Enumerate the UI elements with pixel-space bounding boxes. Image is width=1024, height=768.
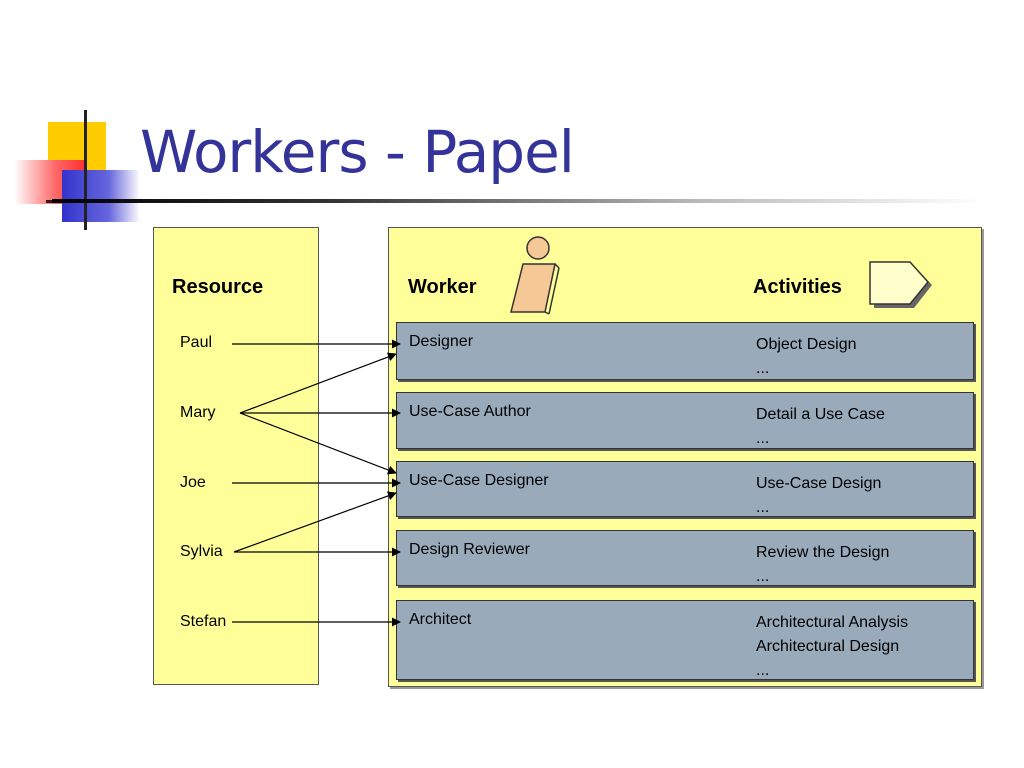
assignment-arrow bbox=[239, 412, 397, 475]
resource-panel bbox=[153, 227, 319, 685]
activity-item: Architectural Analysis bbox=[756, 614, 909, 631]
activity-item: ... bbox=[756, 499, 770, 516]
activity-list: Review the Design ... bbox=[756, 541, 889, 589]
activity-list: Use-Case Design ... bbox=[756, 472, 881, 520]
resource-name: Stefan bbox=[180, 613, 227, 630]
activity-item: Detail a Use Case bbox=[756, 406, 885, 423]
worker-role: Use-Case Designer bbox=[409, 472, 549, 489]
assignment-arrow bbox=[239, 352, 397, 414]
activities-header: Activities bbox=[753, 276, 842, 298]
page-title: Workers - Papel bbox=[140, 118, 575, 186]
activity-arrow-icon bbox=[869, 261, 932, 308]
activity-item: ... bbox=[756, 568, 770, 585]
slide-logo bbox=[0, 0, 140, 240]
activity-list: Detail a Use Case ... bbox=[756, 403, 885, 451]
worker-role: Architect bbox=[409, 611, 472, 628]
activity-item: Object Design bbox=[756, 336, 857, 353]
activity-item: Architectural Design bbox=[756, 638, 900, 655]
activity-item: Review the Design bbox=[756, 544, 890, 561]
worker-row: Designer Object Design ... bbox=[396, 322, 974, 380]
worker-row: Use-Case Designer Use-Case Design ... bbox=[396, 461, 974, 517]
assignment-arrow bbox=[233, 491, 397, 553]
worker-header: Worker bbox=[408, 276, 477, 298]
worker-row: Use-Case Author Detail a Use Case ... bbox=[396, 392, 974, 449]
worker-person-icon bbox=[510, 236, 560, 315]
activity-item: ... bbox=[756, 662, 770, 679]
resource-name: Mary bbox=[180, 404, 216, 421]
activity-list: Architectural Analysis Architectural Des… bbox=[756, 611, 908, 683]
activity-item: Use-Case Design bbox=[756, 475, 882, 492]
activity-item: ... bbox=[756, 430, 770, 447]
activity-item: ... bbox=[756, 360, 770, 377]
worker-row: Design Reviewer Review the Design ... bbox=[396, 530, 974, 586]
resource-name: Paul bbox=[180, 334, 213, 351]
title-underline bbox=[52, 199, 982, 203]
worker-role: Use-Case Author bbox=[409, 403, 531, 420]
resource-name: Joe bbox=[180, 474, 206, 491]
worker-row: Architect Architectural Analysis Archite… bbox=[396, 600, 974, 680]
worker-role: Design Reviewer bbox=[409, 541, 530, 558]
resource-name: Sylvia bbox=[180, 543, 223, 560]
resource-header: Resource bbox=[172, 276, 264, 298]
activity-list: Object Design ... bbox=[756, 333, 857, 381]
worker-role: Designer bbox=[409, 333, 474, 350]
